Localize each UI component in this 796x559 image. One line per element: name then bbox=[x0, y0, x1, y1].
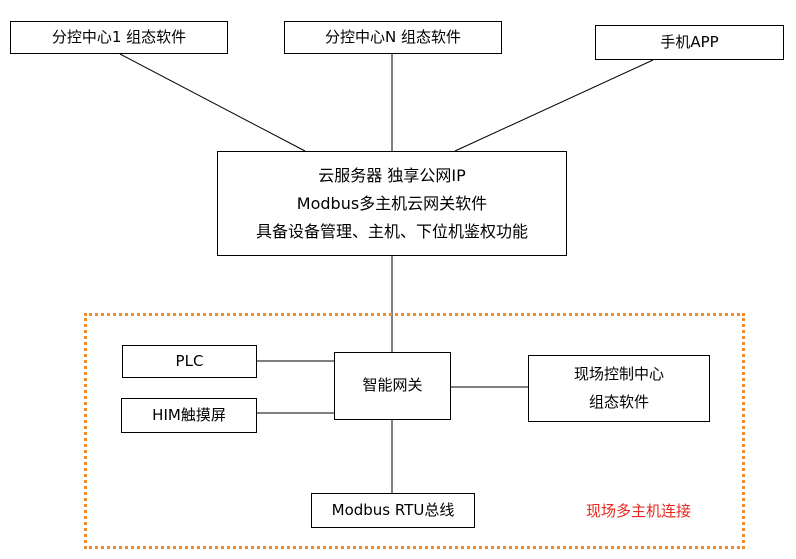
link-app-cloud bbox=[454, 59, 654, 152]
control-center-1-box: 分控中心1 组态软件 bbox=[10, 21, 228, 54]
cloud-server-line-3: 具备设备管理、主机、下位机鉴权功能 bbox=[255, 221, 528, 241]
cloud-server-line-1: 云服务器 独享公网IP bbox=[318, 165, 466, 185]
field-group-title: 现场多主机连接 bbox=[586, 502, 692, 520]
field-multi-master-group bbox=[84, 313, 745, 549]
link-center1-cloud bbox=[119, 53, 306, 152]
smart-gateway-box: 智能网关 bbox=[334, 352, 451, 420]
field-control-line-2: 组态软件 bbox=[588, 392, 649, 411]
modbus-rtu-bus-box: Modbus RTU总线 bbox=[311, 493, 475, 528]
field-control-center-box: 现场控制中心 组态软件 bbox=[528, 355, 710, 422]
cloud-server-line-2: Modbus多主机云网关软件 bbox=[296, 193, 488, 213]
control-center-n-box: 分控中心N 组态软件 bbox=[284, 21, 502, 54]
hmi-touchscreen-box: HIM触摸屏 bbox=[121, 398, 257, 433]
mobile-app-box: 手机APP bbox=[595, 25, 784, 60]
plc-box: PLC bbox=[122, 345, 257, 378]
cloud-server-box: 云服务器 独享公网IP Modbus多主机云网关软件 具备设备管理、主机、下位机… bbox=[217, 151, 567, 256]
field-control-line-1: 现场控制中心 bbox=[573, 365, 664, 383]
